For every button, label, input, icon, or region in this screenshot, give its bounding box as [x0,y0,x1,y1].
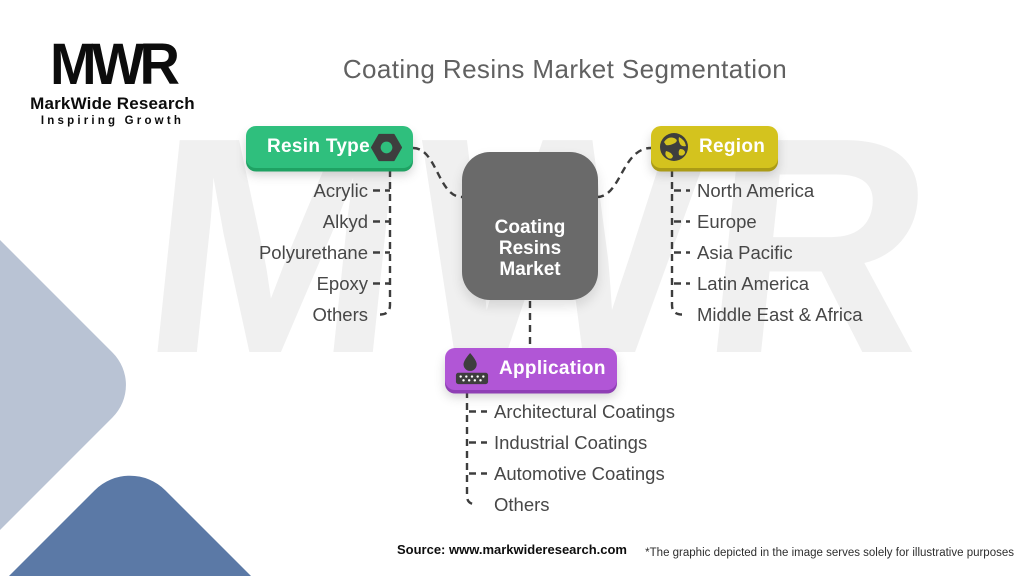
list-item: Polyurethane [258,242,368,263]
badge-resin-type-label: Resin Type [267,136,370,157]
list-item: Alkyd [322,211,368,232]
list-item: Epoxy [316,273,368,294]
center-node: Coating Resins Market [462,152,598,300]
list-item: Latin America [697,273,810,294]
resin-type-list: Acrylic Alkyd Polyurethane Epoxy Others [118,175,368,330]
center-node-label: Coating Resins Market [494,217,566,280]
logo-name: MarkWide Research [30,94,195,113]
droplet-coating-icon [455,352,489,385]
list-item: Others [494,494,550,515]
region-list: North America Europe Asia Pacific Latin … [697,175,947,330]
badge-region: Region [651,126,778,168]
source-text: Source: www.markwideresearch.com [396,542,627,557]
badge-application: Application [445,348,617,390]
logo-mark: MWR [50,30,180,97]
list-item: Middle East & Africa [697,304,863,325]
badge-region-label: Region [699,136,766,157]
list-item: Industrial Coatings [494,432,648,453]
list-item: Others [312,304,368,325]
list-item: Automotive Coatings [494,463,665,484]
application-list: Architectural Coatings Industrial Coatin… [494,396,754,520]
badge-resin-type: Resin Type [246,126,413,168]
badge-application-label: Application [499,358,606,379]
list-item: North America [697,180,815,201]
hex-nut-icon [370,133,403,161]
disclaimer-text: *The graphic depicted in the image serve… [645,547,1014,559]
brand-logo: MWR MarkWide Research Inspiring Growth [30,30,195,127]
list-item: Europe [697,211,757,232]
list-item: Asia Pacific [697,242,793,263]
page-title: Coating Resins Market Segmentation [342,54,788,84]
logo-tagline: Inspiring Growth [40,115,185,127]
list-item: Acrylic [313,180,368,201]
globe-icon [660,133,688,161]
list-item: Architectural Coatings [494,401,675,422]
corner-shape-light [0,191,126,576]
